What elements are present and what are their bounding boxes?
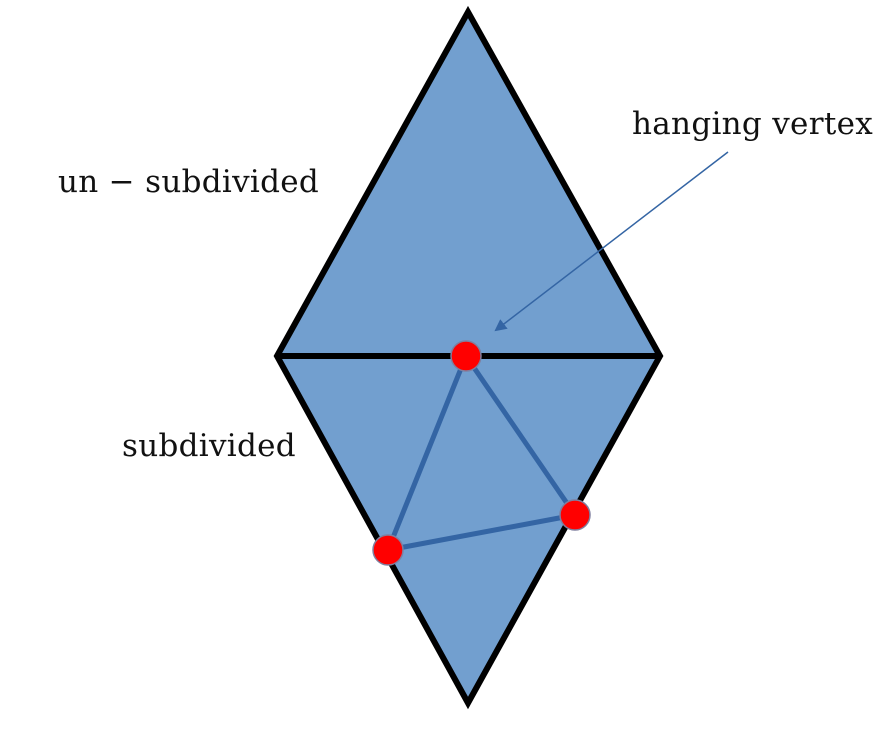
- edge-midpoint-vertex: [372, 534, 404, 566]
- subdivided-label: subdivided: [122, 428, 296, 464]
- edge-midpoint-vertex: [559, 499, 591, 531]
- hanging-vertex: [450, 340, 482, 372]
- hanging-vertex-label: hanging vertex: [632, 106, 873, 142]
- unsubdivided-label: un − subdivided: [58, 164, 319, 200]
- subdivision-edges: [385, 354, 578, 553]
- subdivided-triangle: [277, 356, 660, 703]
- vertices: [372, 340, 591, 566]
- annotation-arrow: [494, 151, 729, 332]
- rhombus-outline: [273, 5, 664, 710]
- unsubdivided-triangle: [277, 12, 660, 356]
- subdivision-edge: [463, 354, 578, 517]
- subdivision-edge: [387, 512, 576, 553]
- subdivision-edge: [385, 355, 469, 551]
